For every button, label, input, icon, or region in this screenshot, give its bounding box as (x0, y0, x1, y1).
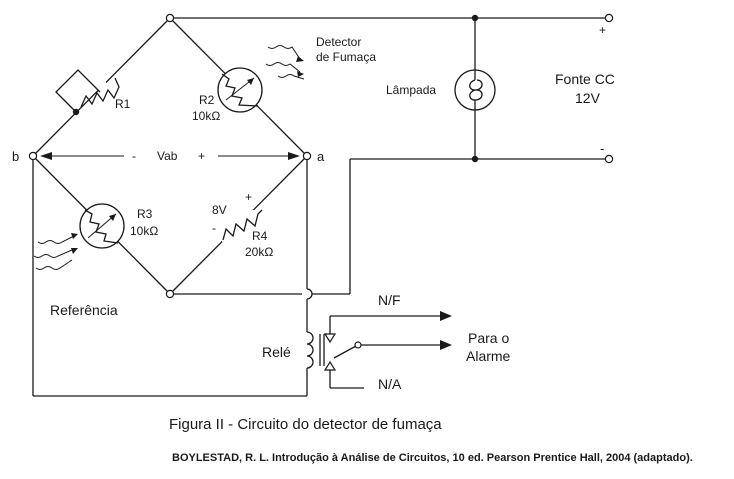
label-r4: R4 (252, 229, 268, 243)
label-r4-minus: - (212, 221, 216, 235)
label-na: N/A (378, 376, 402, 392)
terminal-negative (604, 154, 614, 164)
node-a (302, 151, 312, 161)
label-r4-value: 20kΩ (245, 245, 273, 259)
junction-top (471, 14, 479, 22)
label-reference: Referência (50, 302, 118, 318)
label-minus-bottom: - (600, 141, 604, 156)
node-b (28, 151, 38, 161)
figure-caption: Figura II - Circuito do detector de fuma… (169, 416, 442, 433)
label-node-b: b (12, 149, 19, 164)
label-source-line1: Fonte CC (555, 71, 615, 87)
label-detector-line2: de Fumaça (316, 50, 376, 64)
resistor-r4 (222, 209, 263, 242)
light-arrows-r3 (33, 233, 78, 270)
label-r3: R3 (137, 207, 153, 221)
photoresistor-r3 (79, 203, 125, 249)
label-source-line2: 12V (575, 90, 601, 106)
node-top (165, 13, 175, 23)
relay-switch (323, 311, 452, 389)
label-alarm-line2: Alarme (466, 348, 511, 364)
label-r2: R2 (199, 93, 215, 107)
diagram-labels: b a R1 R2 10kΩ Detector de Fumaça Lâmpad… (12, 23, 615, 392)
label-vab-plus: + (198, 149, 205, 163)
terminal-positive (604, 13, 614, 23)
photoresistor-r2 (217, 67, 263, 113)
label-node-a: a (317, 149, 325, 164)
label-nf: N/F (378, 292, 401, 308)
label-detector-line1: Detector (316, 35, 361, 49)
label-8v: 8V (212, 203, 227, 217)
label-vab: Vab (157, 149, 178, 163)
label-r1: R1 (115, 97, 131, 111)
label-r4-plus: + (245, 190, 252, 204)
supply-wiring (174, 13, 614, 294)
resistor-r1 (55, 66, 120, 116)
label-r2-value: 10kΩ (192, 109, 220, 123)
light-arrows-r2 (265, 45, 305, 80)
label-r3-value: 10kΩ (130, 224, 158, 238)
r1-tap-node (72, 108, 80, 116)
label-lamp: Lâmpada (386, 83, 436, 97)
label-vab-minus: - (132, 149, 136, 163)
label-alarm-line1: Para o (468, 330, 509, 346)
label-relay: Relé (262, 344, 291, 360)
lamp (454, 69, 496, 111)
figure-citation: BOYLESTAD, R. L. Introdução à Análise de… (172, 452, 693, 464)
label-plus-top: + (599, 23, 606, 37)
relay-wiring (32, 160, 350, 397)
vab-arrow (40, 152, 300, 160)
node-bottom (165, 289, 175, 299)
junction-bottom (471, 155, 479, 163)
